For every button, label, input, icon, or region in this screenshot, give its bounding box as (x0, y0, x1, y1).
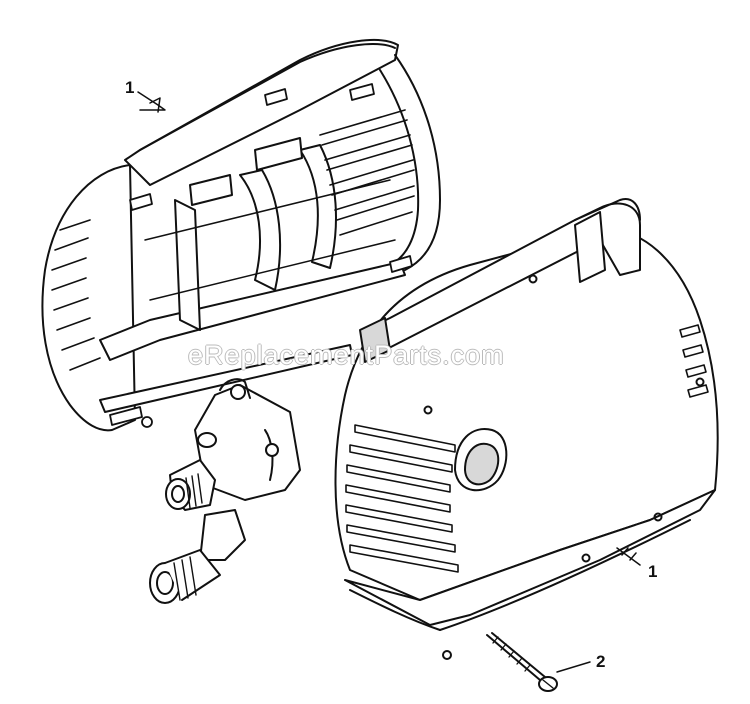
screw (486, 632, 558, 692)
pump-fitting (149, 378, 301, 604)
callout-right-housing: 1 (648, 562, 658, 581)
callout-left-housing: 1 (125, 78, 135, 97)
callout-screw: 2 (596, 652, 606, 671)
leader-lines (137, 91, 641, 673)
right-housing-half (334, 198, 719, 660)
left-housing-half (41, 39, 441, 432)
watermark: eReplacementParts.com (188, 340, 505, 370)
